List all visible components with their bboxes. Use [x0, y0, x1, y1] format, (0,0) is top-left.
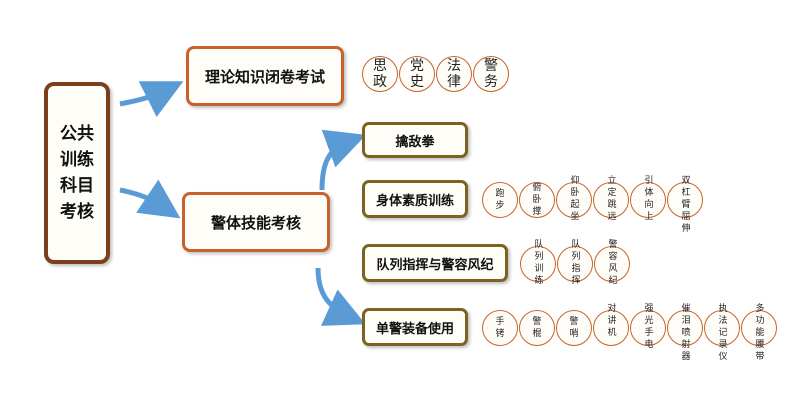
item-circle: 警哨: [556, 310, 592, 346]
node-equipment: 单警装备使用: [362, 308, 468, 346]
theory-subjects: 思政 党史 法律 警务: [362, 56, 510, 92]
item-label: 手铐: [495, 317, 505, 339]
item-label: 跑步: [495, 189, 505, 211]
item-circle: 立定跳远: [593, 176, 629, 222]
arrow-root-to-theory: [119, 81, 184, 118]
fitness-items: 跑步 俯卧撑 仰卧起坐 立定跳远 引体向上 双杠臂屈伸: [482, 176, 704, 234]
item-circle: 俯卧撑: [519, 182, 555, 218]
item-circle: 队列指挥: [557, 240, 593, 286]
root-node: 公共训练科目考核: [44, 82, 110, 264]
subject-circle: 警务: [473, 56, 509, 92]
item-circle: 警容风纪: [594, 240, 630, 286]
item-label: 仰卧起坐: [570, 176, 580, 222]
item-circle: 跑步: [482, 182, 518, 218]
item-label: 警棍: [532, 317, 542, 339]
item-circle: 警棍: [519, 310, 555, 346]
node-equipment-label: 单警装备使用: [375, 321, 454, 337]
equipment-items: 手铐 警棍 警哨 对讲机 强光手电 催泪喷射器 执法记录仪 多功能腰带: [482, 304, 778, 362]
item-label: 俯卧撑: [532, 183, 542, 217]
item-circle: 手铐: [482, 310, 518, 346]
item-label: 对讲机: [607, 304, 617, 338]
item-label: 警容风纪: [608, 240, 618, 286]
item-circle: 对讲机: [593, 304, 629, 346]
subject-label: 警务: [484, 58, 498, 90]
node-fitness: 身体素质训练: [362, 180, 468, 218]
item-label: 双杠臂屈伸: [681, 176, 691, 234]
item-circle: 引体向上: [630, 176, 666, 222]
subject-label: 党史: [410, 58, 424, 90]
item-circle: 双杠臂屈伸: [667, 176, 703, 234]
item-label: 警哨: [569, 317, 579, 339]
node-skills-exam-label: 警体技能考核: [210, 213, 301, 232]
item-label: 立定跳远: [607, 176, 617, 222]
item-label: 队列指挥: [571, 240, 581, 286]
node-drill-label: 队列指挥与警容风纪: [376, 257, 494, 273]
item-circle: 执法记录仪: [704, 304, 740, 362]
subject-circle: 党史: [399, 56, 435, 92]
node-skills-exam: 警体技能考核: [182, 192, 330, 252]
item-circle: 队列训练: [520, 240, 556, 286]
node-drill: 队列指挥与警容风纪: [362, 244, 508, 282]
subject-label: 法律: [447, 58, 461, 90]
node-fist-label: 擒敌拳: [395, 134, 435, 150]
drill-items: 队列训练 队列指挥 警容风纪: [520, 240, 631, 286]
root-label: 公共训练科目考核: [60, 124, 94, 222]
arrow-skills-to-fist: [319, 129, 367, 191]
arrow-root-to-skills: [119, 179, 181, 219]
subject-label: 思政: [373, 58, 387, 90]
item-circle: 强光手电: [630, 304, 666, 350]
subject-circle: 法律: [436, 56, 472, 92]
item-label: 催泪喷射器: [681, 304, 691, 362]
item-label: 执法记录仪: [718, 304, 728, 362]
node-fist: 擒敌拳: [362, 122, 468, 158]
node-theory-exam: 理论知识闭卷考试: [186, 46, 344, 106]
item-circle: 催泪喷射器: [667, 304, 703, 362]
arrow-skills-to-equipment: [315, 267, 366, 326]
item-label: 引体向上: [644, 176, 654, 222]
item-label: 多功能腰带: [755, 304, 765, 362]
node-fitness-label: 身体素质训练: [375, 193, 454, 209]
subject-circle: 思政: [362, 56, 398, 92]
item-circle: 多功能腰带: [741, 304, 777, 362]
node-theory-exam-label: 理论知识闭卷考试: [204, 67, 325, 86]
item-circle: 仰卧起坐: [556, 176, 592, 222]
item-label: 队列训练: [534, 240, 544, 286]
item-label: 强光手电: [644, 304, 654, 350]
